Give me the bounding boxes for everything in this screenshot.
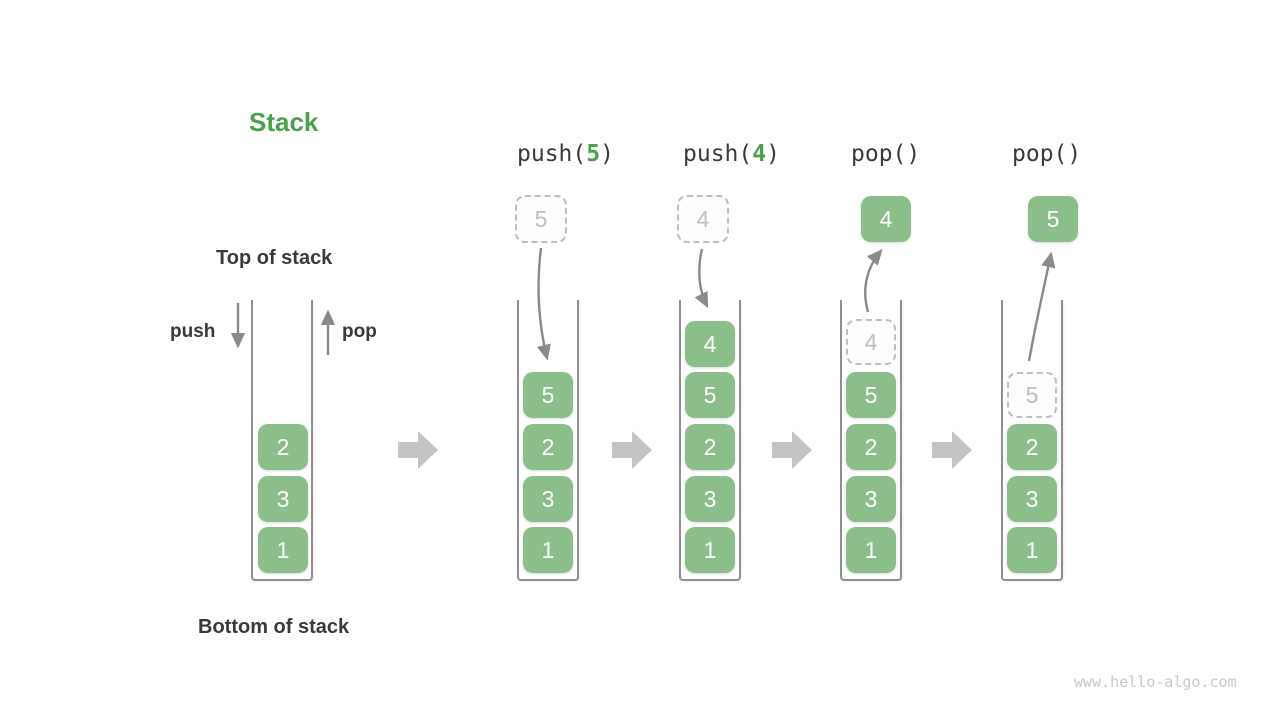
- stack-cell: 2: [523, 424, 573, 470]
- stack-cell: 1: [523, 527, 573, 573]
- stack-cell: 2: [846, 424, 896, 470]
- watermark: www.hello-algo.com: [1074, 673, 1237, 691]
- stack-cell: 5: [846, 372, 896, 418]
- op-pre: push(: [683, 141, 753, 167]
- push-label: push: [170, 321, 216, 342]
- op-label-push-5: push(5): [517, 141, 614, 167]
- op-post: ): [600, 141, 614, 167]
- stack-cell: 1: [685, 527, 735, 573]
- op-pre: pop(: [851, 141, 907, 167]
- stage-transition-arrow-icon: [772, 431, 812, 469]
- stack-cell: 3: [846, 476, 896, 522]
- op-post: ): [906, 141, 921, 167]
- top-of-stack-label: Top of stack: [216, 247, 333, 269]
- stack-cell: 2: [1007, 424, 1057, 470]
- op-post: ): [1067, 141, 1082, 167]
- op-label-pop-1: pop(): [851, 141, 920, 167]
- incoming-value-box: 5: [515, 195, 567, 243]
- bottom-of-stack-label: Bottom of stack: [198, 616, 350, 638]
- push-4-flow-arrow-icon: [694, 248, 709, 309]
- stack-cell: 3: [523, 476, 573, 522]
- op-label-push-4: push(4): [683, 141, 780, 167]
- stage-transition-arrow-icon: [398, 431, 438, 469]
- op-pre: push(: [517, 141, 587, 167]
- stack-cell: 1: [1007, 527, 1057, 573]
- stack-cell: 5: [523, 372, 573, 418]
- popped-value-box: 4: [861, 196, 911, 242]
- stack-cell: 4: [685, 321, 735, 367]
- stage-transition-arrow-icon: [932, 431, 972, 469]
- op-post: ): [766, 141, 780, 167]
- stack-cell: 3: [258, 476, 308, 522]
- stack-cell: 1: [258, 527, 308, 573]
- ghost-cell: 5: [1007, 372, 1057, 418]
- stack-cell: 1: [846, 527, 896, 573]
- stack-cell: 2: [685, 424, 735, 470]
- op-arg: 5: [586, 141, 601, 167]
- ghost-cell: 4: [846, 319, 896, 365]
- stack-cell: 3: [685, 476, 735, 522]
- pop-label: pop: [342, 321, 377, 342]
- stack-cell: 5: [685, 372, 735, 418]
- popped-value-box: 5: [1028, 196, 1078, 242]
- stack-cell: 2: [258, 424, 308, 470]
- incoming-value-box: 4: [677, 195, 729, 243]
- stack-cell: 3: [1007, 476, 1057, 522]
- page-title: Stack: [249, 107, 319, 137]
- op-arg: 4: [752, 141, 767, 167]
- stage-transition-arrow-icon: [612, 431, 652, 469]
- op-label-pop-2: pop(): [1012, 141, 1081, 167]
- op-pre: pop(: [1012, 141, 1068, 167]
